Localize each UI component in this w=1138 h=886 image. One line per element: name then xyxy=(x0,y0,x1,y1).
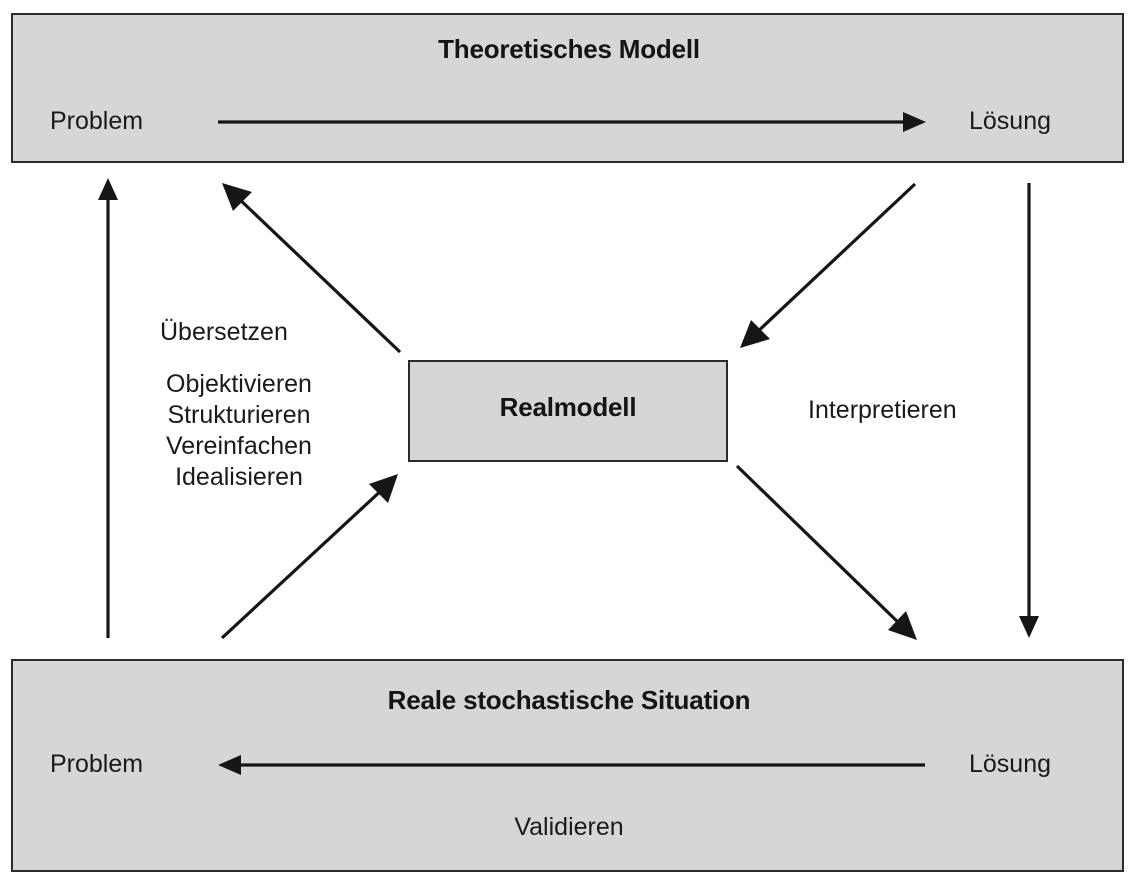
right-vertical-arrow xyxy=(1019,183,1039,638)
real-model-title: Realmodell xyxy=(499,392,637,422)
left-vertical-arrow xyxy=(98,178,118,638)
theoretical-model-panel xyxy=(11,13,1124,163)
top-loesung-label: Lösung xyxy=(969,107,1052,135)
uebersetzen-label: Übersetzen xyxy=(160,318,288,346)
validieren-label: Validieren xyxy=(514,813,624,841)
bottom-loesung-label: Lösung xyxy=(969,750,1052,778)
objektivieren-diagonal-arrow xyxy=(220,474,398,640)
bottom-problem-label: Problem xyxy=(50,750,144,778)
real-situation-title: Reale stochastische Situation xyxy=(387,685,751,715)
modelling-steps-list: Objektivieren Strukturieren Vereinfachen… xyxy=(150,369,328,493)
interpretieren-label: Interpretieren xyxy=(808,396,957,424)
theoretical-model-title: Theoretisches Modell xyxy=(438,34,700,64)
modelling-step-strukturieren: Strukturieren xyxy=(167,401,311,429)
modelling-step-vereinfachen: Vereinfachen xyxy=(166,432,312,460)
top-problem-label: Problem xyxy=(50,107,144,135)
modelling-step-objektivieren: Objektivieren xyxy=(166,370,312,398)
interpretieren-lower-diagonal-arrow xyxy=(735,464,917,640)
interpretieren-upper-diagonal-arrow xyxy=(740,182,917,348)
modelling-step-idealisieren: Idealisieren xyxy=(175,463,303,491)
real-model-panel xyxy=(408,360,728,462)
